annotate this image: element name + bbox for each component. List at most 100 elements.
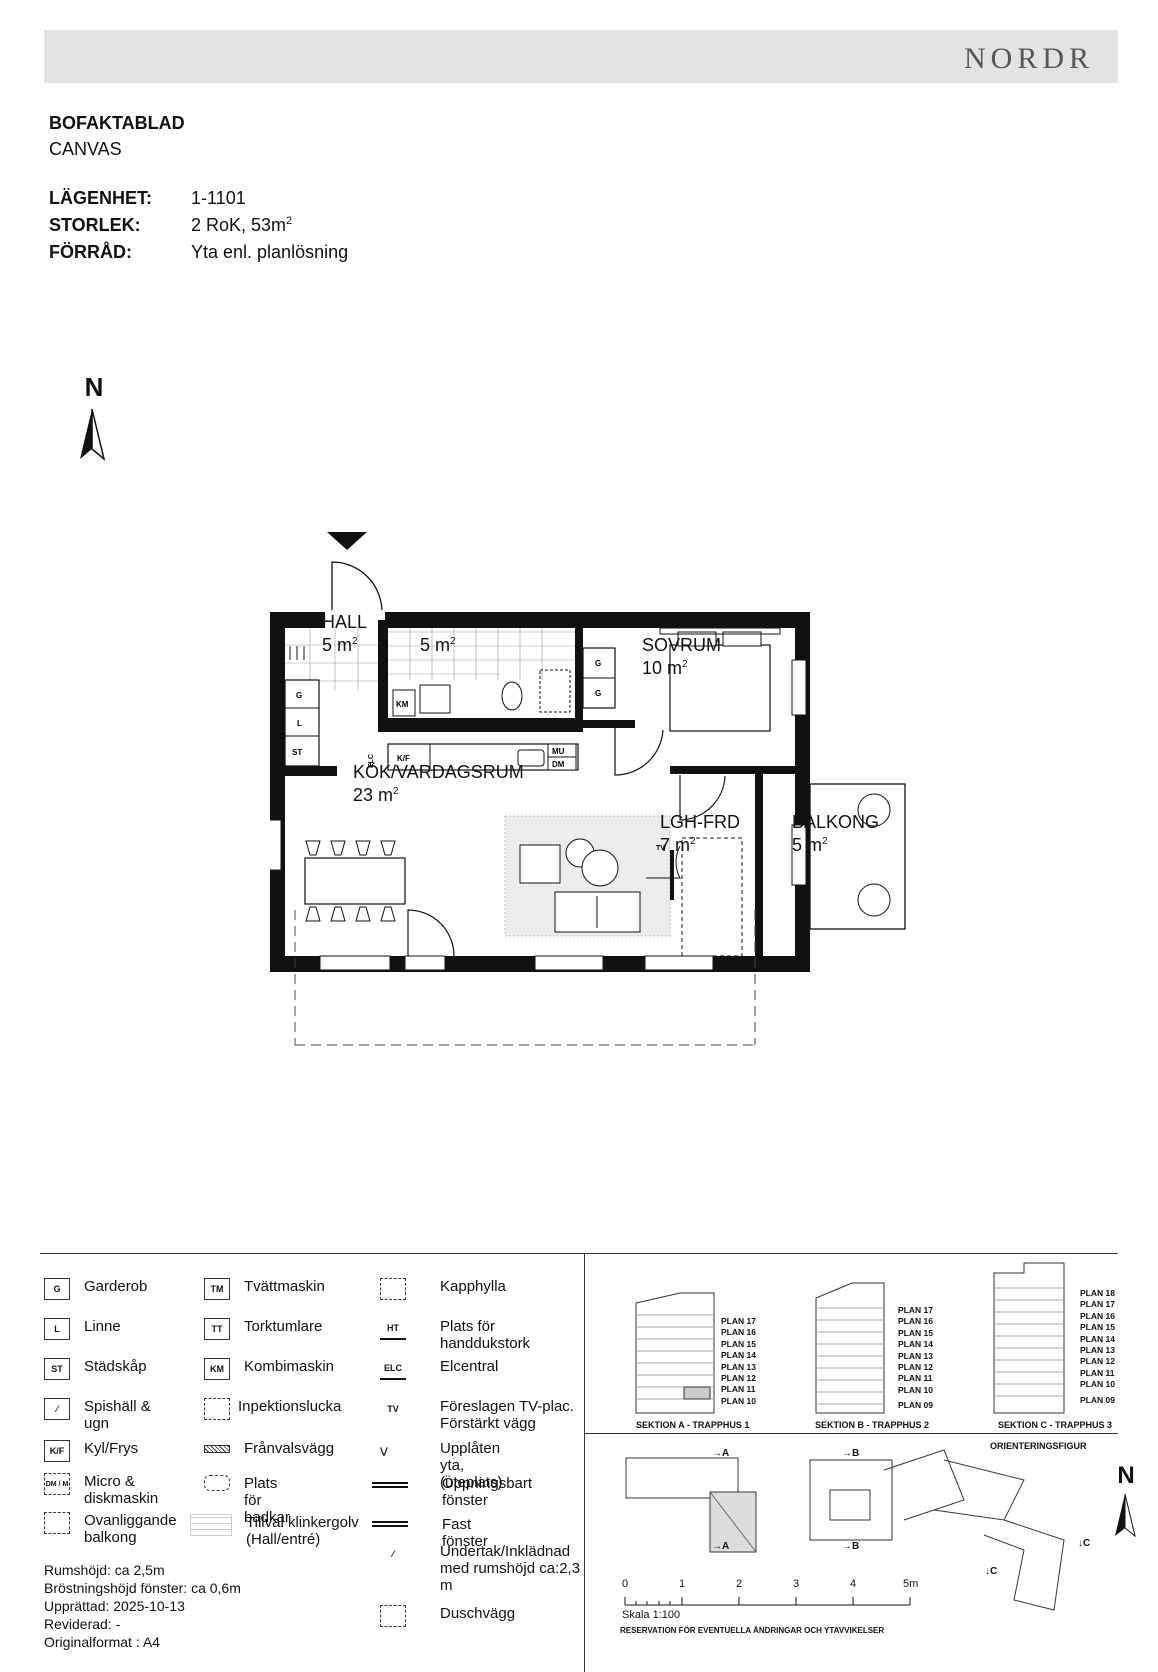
overhang-icon	[44, 1512, 70, 1534]
scale-label: Skala 1:100	[622, 1609, 681, 1621]
marker-c-left: ↓C	[985, 1566, 998, 1577]
shower-wall-icon	[380, 1605, 406, 1627]
linen-l-label: L	[297, 719, 302, 728]
tile-floor-icon	[190, 1514, 232, 1536]
north-label: N	[84, 372, 104, 402]
opening-window-icon	[372, 1482, 408, 1488]
balcony-area	[809, 783, 906, 930]
legend-item: Öppningsbart fönster	[372, 1475, 562, 1509]
stove-icon: ⁄	[44, 1398, 70, 1420]
svg-text:G: G	[595, 689, 601, 698]
inspection-hatch-icon	[204, 1398, 230, 1420]
legend-item: ⋁Upplåten yta,(uteplats)	[362, 1440, 502, 1491]
coat-rack-icon	[380, 1278, 406, 1300]
north-arrow-icon	[80, 408, 106, 462]
document-header: BOFAKTABLAD CANVAS	[49, 110, 185, 162]
scale-tick-4: 4	[850, 1578, 857, 1590]
optional-wall-icon	[204, 1445, 230, 1453]
fact-row-size: STORLEK: 2 RoK, 53m2	[49, 215, 348, 242]
fact-value: 2 RoK, 53m2	[191, 215, 293, 235]
legend-item: Ovanliggande balkong	[44, 1512, 184, 1546]
room-bedroom: SOVRUM 10 m2	[642, 635, 722, 678]
legend-divider-vertical	[584, 1253, 585, 1672]
scale-tick-3: 3	[793, 1578, 800, 1590]
bedroom-wardrobe-label: G	[595, 659, 601, 668]
elc-label: ELC	[368, 754, 375, 768]
section-b-title: SEKTION B - TRAPPHUS 2	[815, 1420, 930, 1430]
ceiling-icon: ⁄	[392, 1548, 394, 1559]
legend-item: Plats för badkar	[204, 1475, 290, 1526]
apartment-facts: LÄGENHET: 1-1101 STORLEK: 2 RoK, 53m2 FÖ…	[49, 188, 348, 269]
section-a-title: SEKTION A - TRAPPHUS 1	[636, 1420, 750, 1430]
fact-row-storage: FÖRRÅD: Yta enl. planlösning	[49, 242, 348, 269]
bed	[669, 644, 771, 732]
legend-item: Kapphylla	[380, 1278, 506, 1300]
room-hall: HALL 5 m2	[322, 612, 368, 655]
marker-c-right: ↓C	[1078, 1538, 1091, 1549]
fact-key: FÖRRÅD:	[49, 242, 132, 262]
legend-item: Duschvägg	[380, 1605, 515, 1627]
fact-value: Yta enl. planlösning	[191, 242, 349, 262]
fact-value: 1-1101	[191, 188, 246, 208]
kf-label: K/F	[397, 754, 410, 763]
room-storage: LGH-FRD 7 m2	[660, 812, 740, 855]
legend-divider	[40, 1253, 1118, 1254]
fixed-window-icon	[372, 1521, 408, 1527]
orientation-north-icon	[1115, 1493, 1136, 1538]
document-title: BOFAKTABLAD	[49, 113, 185, 133]
fact-row-apartment: LÄGENHET: 1-1101	[49, 188, 348, 215]
brand-logo: NORDR	[963, 42, 1094, 75]
section-c-title: SEKTION C - TRAPPHUS 3	[998, 1420, 1113, 1430]
scale-tick-0: 0	[622, 1578, 629, 1590]
mu-label: MU	[552, 747, 565, 756]
site-plan-drawing	[625, 1449, 1065, 1611]
outdoor-area-icon: ⋁	[380, 1445, 388, 1456]
legend-item: Tillval klinkergolv (Hall/entré)	[190, 1514, 376, 1548]
scale-tick-5: 5m	[903, 1578, 919, 1590]
orientation-north-label: N	[1117, 1462, 1135, 1489]
dining-table	[304, 857, 406, 905]
header-bar: NORDR	[44, 30, 1118, 83]
scale-tick-1: 1	[679, 1578, 686, 1590]
bathtub-icon	[204, 1475, 230, 1491]
section-drawings	[635, 1262, 1065, 1414]
legend-item: Frånvalsvägg	[204, 1440, 334, 1457]
scale-bar	[624, 1597, 911, 1606]
floor-plan-drawing: G L ST KM G G K/F MU DM ELC	[266, 532, 906, 1046]
room-kitchen-living: KÖK/VARDAGSRUM 23 m2	[353, 762, 524, 805]
reservation-note: RESERVATION FÖR EVENTUELLA ÄNDRINGAR OCH…	[620, 1626, 885, 1635]
wardrobe-g-label: G	[296, 691, 302, 700]
legend-item: ⁄Spishäll & ugn	[44, 1398, 164, 1432]
marker-b-bottom: →B	[842, 1541, 860, 1552]
marker-a-top: →A	[712, 1448, 730, 1459]
cleaning-st-label: ST	[292, 748, 302, 757]
dm-label: DM	[552, 760, 565, 769]
legend-item: Fast fönster	[372, 1516, 488, 1550]
orientation-north: N	[1113, 1462, 1139, 1545]
floor-plan: G L ST KM G G K/F MU DM ELC	[266, 520, 950, 1095]
sections-divider	[584, 1433, 1118, 1434]
marker-a-bottom: →A	[712, 1541, 730, 1552]
km-label: KM	[396, 700, 409, 709]
fact-key: LÄGENHET:	[49, 188, 152, 208]
notes: Rumshöjd: ca 2,5m Bröstningshöjd fönster…	[44, 1562, 241, 1650]
entrance-arrow-icon	[327, 532, 367, 550]
marker-b-top: →B	[842, 1448, 860, 1459]
legend-item: ⁄Undertak/Inklädnad med rumshöjd ca:2,3 …	[380, 1543, 590, 1594]
fact-key: STORLEK:	[49, 215, 141, 235]
room-balcony: BALKONG 5 m2	[792, 812, 880, 855]
project-name: CANVAS	[49, 139, 122, 159]
